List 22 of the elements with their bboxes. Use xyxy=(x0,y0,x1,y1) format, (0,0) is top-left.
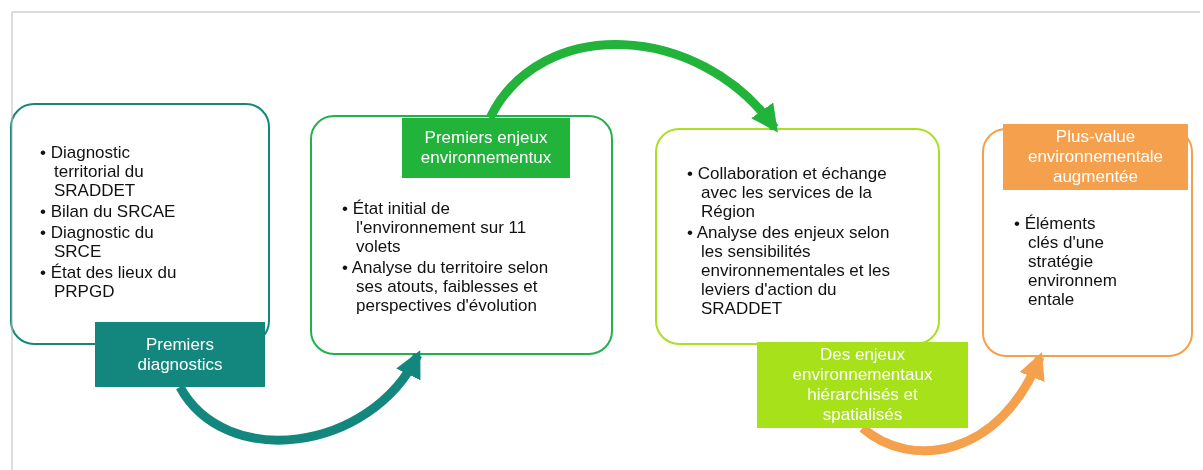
bullet-item: • État des lieux du PRPGD xyxy=(40,263,178,301)
stage-title: Plus-value environnementale augmentée xyxy=(1026,127,1165,187)
stage-label xyxy=(1003,124,1188,190)
bullet-item: • Analyse des enjeux selon les sensibilités environnementales et les leviers d'action du SRADDET xyxy=(687,223,891,318)
stage-label xyxy=(95,322,265,387)
curved-arrow xyxy=(859,352,1045,456)
bullet-item: • État initial de l'environnement sur 11 volets xyxy=(342,199,528,256)
stage-title: Premiers diagnostics xyxy=(136,334,224,375)
stage-label xyxy=(757,342,968,428)
bullet-item: • Collaboration et échange avec les services de la Région xyxy=(687,164,888,221)
curved-arrow xyxy=(486,40,779,133)
stage-card xyxy=(310,115,613,355)
stage-card xyxy=(655,128,940,345)
bullet-item: • Éléments clés d'une stratégie environnementale xyxy=(1014,214,1118,309)
stage-title: Des enjeux environnementaux hiérarchisés et spatialisés xyxy=(791,345,934,425)
stage-title: Premiers enjeux environnementux xyxy=(419,128,553,168)
bullet-item: • Analyse du territoire selon ses atouts, faiblesses et perspectives d'évolution xyxy=(342,258,550,315)
curved-arrow xyxy=(176,350,422,445)
bullet-item: • Diagnostic territorial du SRADDET xyxy=(40,143,145,200)
bullet-item: • Bilan du SRCAE xyxy=(40,202,177,221)
bullet-item: • Diagnostic du SRCE xyxy=(40,223,155,261)
stage-label xyxy=(402,118,570,178)
